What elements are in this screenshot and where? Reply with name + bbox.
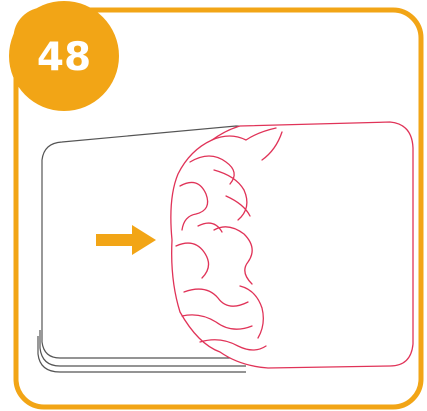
arrow-head	[132, 225, 156, 255]
step-badge: 48	[9, 1, 119, 111]
fitted-sheet-icon	[171, 122, 413, 368]
sheet-outline	[171, 122, 413, 368]
arrow-right-icon	[96, 225, 156, 255]
arrow-shaft	[96, 234, 134, 246]
step-number: 48	[37, 35, 91, 80]
